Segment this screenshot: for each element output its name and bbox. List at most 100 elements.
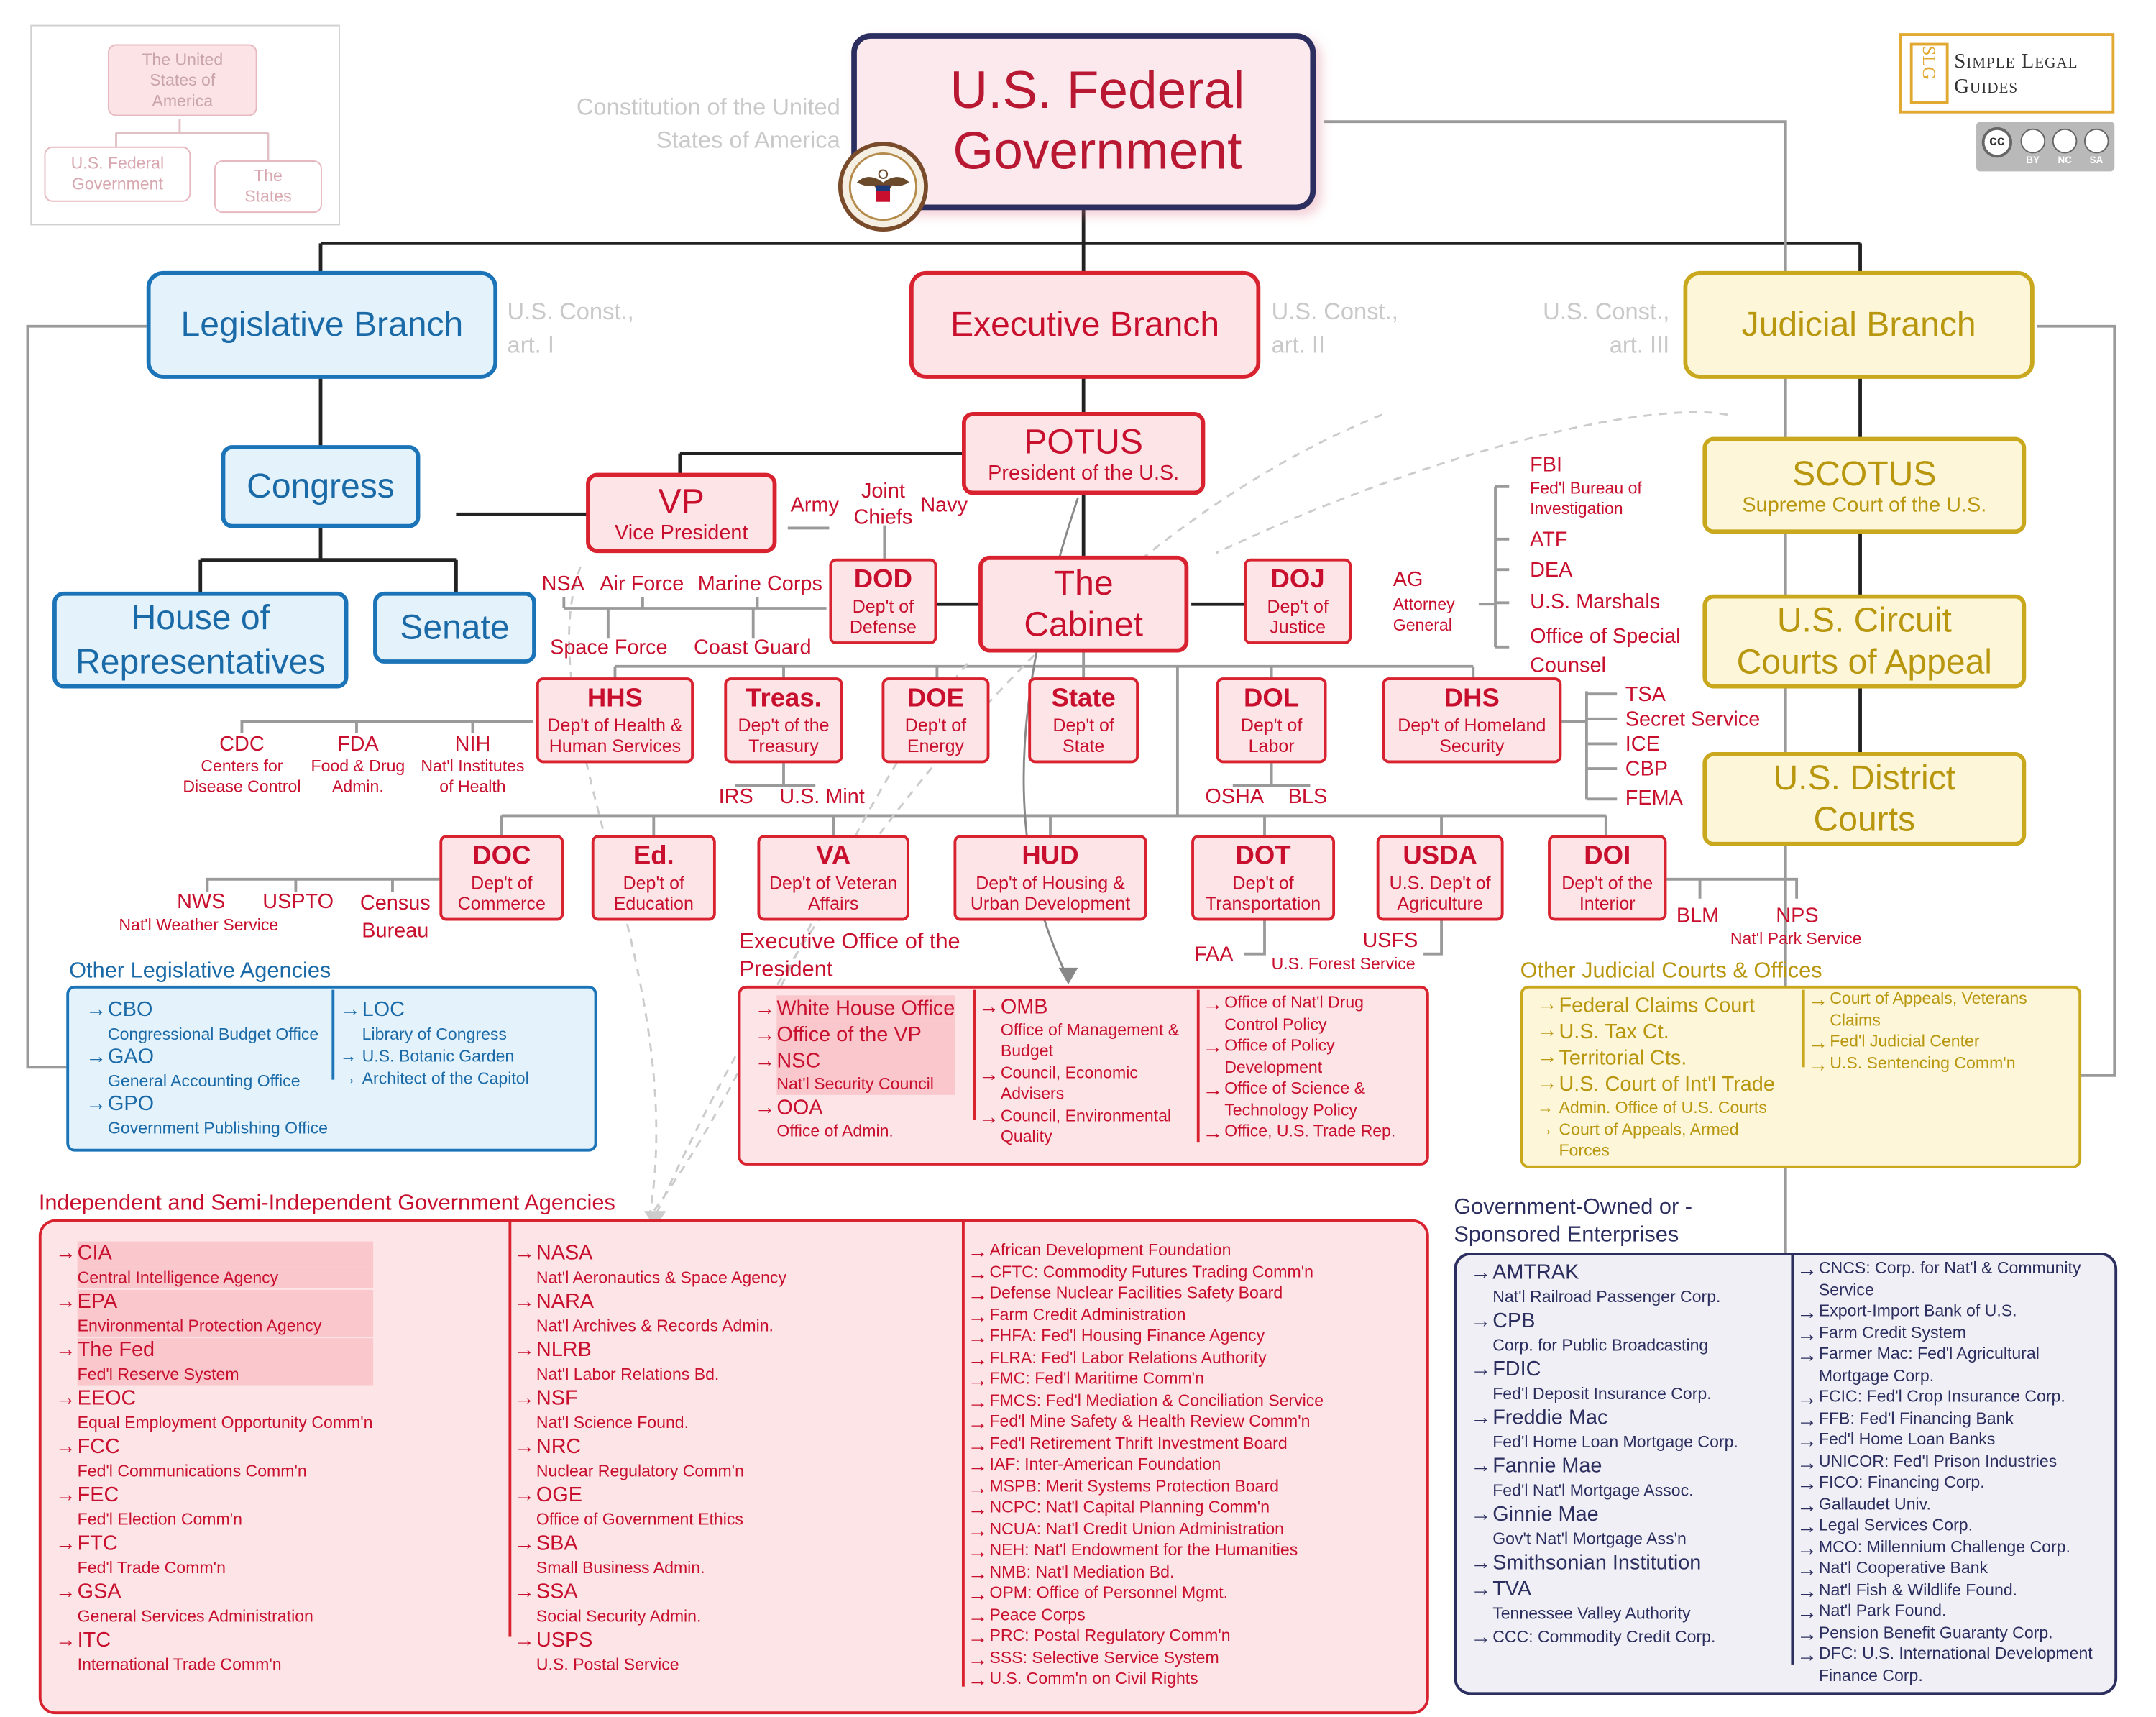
list-item[interactable]: →Nat'l Cooperative Bank <box>1797 1558 2095 1582</box>
executive-branch[interactable]: Executive Branch <box>909 270 1261 379</box>
list-item[interactable]: →White House Office <box>755 995 955 1022</box>
house-box[interactable]: House of Representatives <box>52 591 349 689</box>
list-item[interactable]: →CCC: Commodity Credit Corp. <box>1470 1626 1738 1649</box>
list-item[interactable]: →Farm Credit System <box>1797 1322 2095 1346</box>
list-item[interactable]: →Court of Appeals, Veterans Claims <box>1807 989 2078 1032</box>
list-item[interactable]: →PRC: Postal Regulatory Comm'n <box>968 1626 1324 1649</box>
senate-box[interactable]: Senate <box>373 591 536 664</box>
list-item[interactable]: →Fed'l Judicial Center <box>1807 1031 2078 1055</box>
list-item[interactable]: →CNCS: Corp. for Nat'l & Community Servi… <box>1797 1258 2095 1301</box>
list-item[interactable]: →MSPB: Merit Systems Protection Board <box>968 1475 1324 1499</box>
list-item[interactable]: →FMC: Fed'l Maritime Comm'n <box>968 1368 1324 1392</box>
list-item[interactable]: →Peace Corps <box>968 1604 1324 1628</box>
dept-doc[interactable]: DOC Dep't of Commerce <box>439 835 564 921</box>
list-item[interactable]: →MCO: Millennium Challenge Corp. <box>1797 1537 2095 1560</box>
dept-usda[interactable]: USDA U.S. Dep't of Agriculture <box>1376 835 1504 921</box>
list-item[interactable]: →U.S. Botanic Garden <box>340 1045 529 1068</box>
dept-treasury[interactable]: Treas. Dep't of the Treasury <box>724 677 843 764</box>
list-item[interactable]: →Nat'l Fish & Wildlife Found. <box>1797 1580 2095 1603</box>
list-item[interactable]: →Office of the VP <box>755 1021 955 1048</box>
list-item[interactable]: →FLRA: Fed'l Labor Relations Authority <box>968 1347 1324 1371</box>
list-item[interactable]: →Office, U.S. Trade Rep. <box>1202 1121 1418 1145</box>
list-item[interactable]: →Council, Economic Advisers <box>978 1063 1194 1105</box>
list-item[interactable]: →Fed'l Mine Safety & Health Review Comm'… <box>968 1411 1324 1435</box>
dept-dol[interactable]: DOL Dep't of Labor <box>1216 677 1327 764</box>
list-item[interactable]: →Office of Science & Technology Policy <box>1202 1079 1418 1122</box>
list-item[interactable]: →Defense Nuclear Facilities Safety Board <box>968 1283 1324 1306</box>
list-item[interactable]: →IAF: Inter-American Foundation <box>968 1455 1324 1478</box>
list-item[interactable]: →NMB: Nat'l Mediation Bd. <box>968 1562 1324 1585</box>
judicial-branch[interactable]: Judicial Branch <box>1683 270 2035 379</box>
list-item[interactable]: →Council, Environmental Quality <box>978 1106 1194 1148</box>
list-item[interactable]: →U.S. Sentencing Comm'n <box>1807 1053 2078 1076</box>
list-item[interactable]: →Gallaudet Univ. <box>1797 1493 2095 1517</box>
dept-hhs[interactable]: HHS Dep't of Health & Human Services <box>536 677 694 764</box>
list-item[interactable]: →U.S. Comm'n on Civil Rights <box>968 1669 1324 1693</box>
list-item[interactable]: →U.S. Tax Ct. <box>1537 1019 1808 1045</box>
list-item[interactable]: →Court of Appeals, Armed Forces <box>1537 1119 1808 1162</box>
list-item[interactable]: →FMCS: Fed'l Mediation & Conciliation Se… <box>968 1390 1324 1414</box>
dept-hud[interactable]: HUD Dep't of Housing & Urban Development <box>953 835 1147 921</box>
list-item[interactable]: →Territorial Cts. <box>1537 1045 1808 1072</box>
list-item[interactable]: →Fed'l Home Loan Banks <box>1797 1429 2095 1453</box>
list-item[interactable]: →Farmer Mac: Fed'l Agricultural Mortgage… <box>1797 1344 2095 1387</box>
circuit-courts-box[interactable]: U.S. Circuit Courts of Appeal <box>1702 594 2027 689</box>
dept-doj[interactable]: DOJ Dep't of Justice <box>1244 558 1352 644</box>
congress-box[interactable]: Congress <box>221 445 421 528</box>
list-item[interactable]: →Office of Nat'l Drug Control Policy <box>1202 992 1418 1035</box>
list-item[interactable]: →Office of Policy Development <box>1202 1035 1418 1079</box>
dept-ed[interactable]: Ed. Dep't of Education <box>591 835 716 921</box>
list-item[interactable]: →Legal Services Corp. <box>1797 1515 2095 1539</box>
vp-box[interactable]: VP Vice President <box>586 472 777 554</box>
potus-box[interactable]: POTUS President of the U.S. <box>961 411 1206 495</box>
list-item[interactable]: →NEH: Nat'l Endowment for the Humanities <box>968 1540 1324 1564</box>
list-item[interactable]: →Smithsonian Institution <box>1470 1551 1738 1576</box>
list-item[interactable]: →SSS: Selective Service System <box>968 1647 1324 1671</box>
dept-doe[interactable]: DOE Dep't of Energy <box>881 677 990 764</box>
list-item[interactable]: →Pension Benefit Guaranty Corp. <box>1797 1622 2095 1646</box>
list-item[interactable]: →UNICOR: Fed'l Prison Industries <box>1797 1451 2095 1475</box>
list-item[interactable]: →Export-Import Bank of U.S. <box>1797 1301 2095 1324</box>
list-item[interactable]: →OPM: Office of Personnel Mgmt. <box>968 1583 1324 1606</box>
list-item[interactable]: →Architect of the Capitol <box>340 1067 529 1089</box>
list-item[interactable]: →African Development Foundation <box>968 1240 1324 1264</box>
list-item[interactable]: →FCIC: Fed'l Crop Insurance Corp. <box>1797 1386 2095 1410</box>
list-item[interactable]: →FICO: Financing Corp. <box>1797 1473 2095 1496</box>
list-item[interactable]: →Farm Credit Administration <box>968 1304 1324 1328</box>
list-item[interactable]: →Nat'l Park Found. <box>1797 1601 2095 1624</box>
list-item[interactable]: →CFTC: Commodity Futures Trading Comm'n <box>968 1261 1324 1285</box>
dept-dhs[interactable]: DHS Dep't of Homeland Security <box>1382 677 1562 764</box>
cabinet-box[interactable]: The Cabinet <box>978 555 1189 653</box>
legislative-branch[interactable]: Legislative Branch <box>146 270 498 379</box>
list-item[interactable]: →FHFA: Fed'l Housing Finance Agency <box>968 1326 1324 1350</box>
